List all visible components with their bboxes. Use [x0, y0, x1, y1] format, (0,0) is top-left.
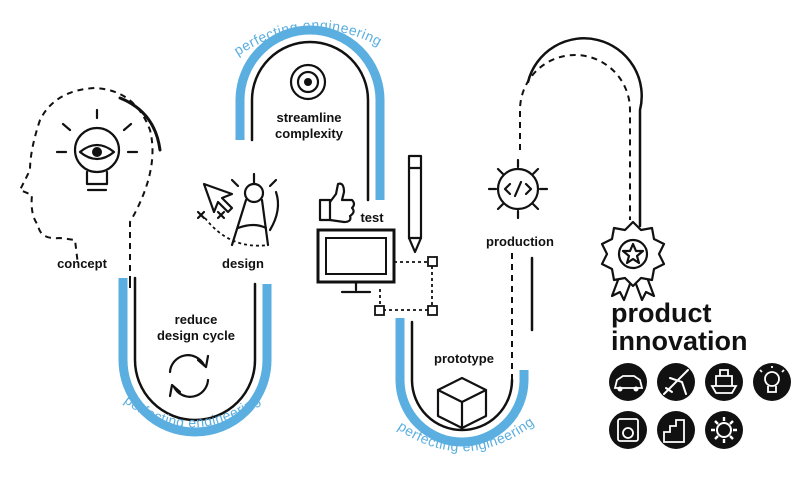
- top-u-path: [235, 25, 385, 202]
- car-icon: [609, 363, 647, 401]
- label-innovation: innovation: [611, 326, 748, 356]
- building-icon: [657, 411, 695, 449]
- label-reduce-1: reduce: [175, 312, 218, 327]
- label-streamline-1: streamline: [276, 110, 341, 125]
- bulb-icon: [753, 363, 791, 401]
- cube-icon: [436, 376, 488, 430]
- head-icon: [18, 86, 162, 282]
- label-streamline-2: complexity: [275, 126, 344, 141]
- right-u-path: [395, 250, 529, 447]
- target-icon: [289, 63, 327, 101]
- label-reduce-2: design cycle: [157, 328, 235, 343]
- award-medal-icon: [600, 220, 666, 302]
- thumbs-up-icon: [318, 182, 356, 224]
- cursor-icon: [202, 182, 234, 214]
- compass-icon: [196, 172, 280, 247]
- label-test: test: [360, 210, 384, 225]
- airplane-icon: [657, 363, 695, 401]
- selection-box: [374, 256, 438, 316]
- refresh-icon: [168, 354, 210, 398]
- code-gear-icon: [487, 158, 549, 220]
- lightbulb-eye-icon: [55, 108, 139, 192]
- label-production: production: [486, 234, 554, 249]
- pencil-icon: [407, 154, 423, 254]
- left-u-path: [118, 276, 272, 437]
- right-arch-path: [519, 37, 643, 332]
- label-prototype: prototype: [434, 351, 494, 366]
- monitor-icon: [316, 228, 396, 294]
- label-design: design: [222, 256, 264, 271]
- label-concept: concept: [57, 256, 108, 271]
- ship-icon: [705, 363, 743, 401]
- gear-icon: [705, 411, 743, 449]
- label-product: product: [611, 298, 712, 328]
- washer-icon: [609, 411, 647, 449]
